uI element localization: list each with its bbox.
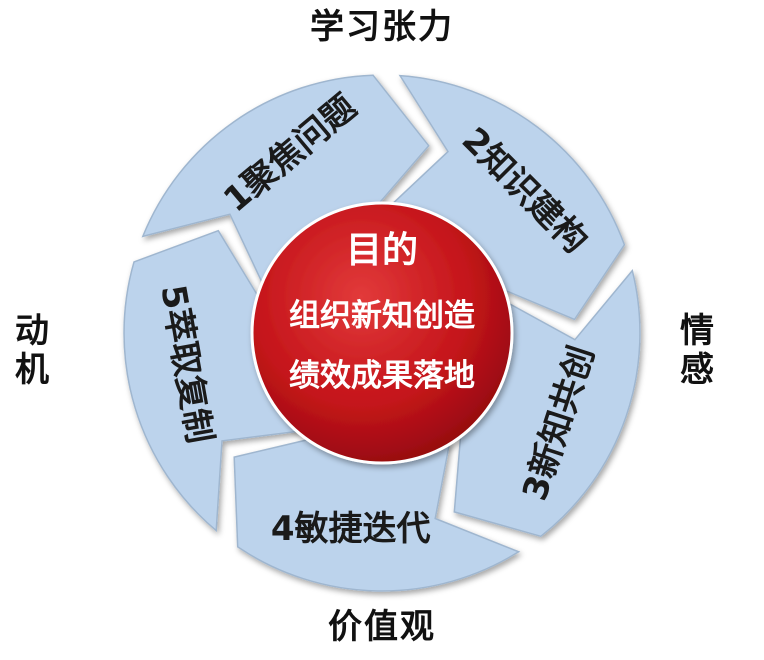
left-label: 动机 — [15, 311, 51, 391]
bottom-label: 价值观 — [328, 607, 436, 647]
center-title: 目的 — [346, 230, 418, 271]
center-line-2: 绩效成果落地 — [289, 358, 475, 394]
top-label: 学习张力 — [310, 7, 454, 47]
right-label: 情感 — [680, 311, 716, 391]
center-line-1: 组织新知创造 — [289, 298, 475, 334]
segment-label-4: 4敏捷迭代 — [271, 509, 431, 549]
center-circle — [250, 201, 514, 465]
